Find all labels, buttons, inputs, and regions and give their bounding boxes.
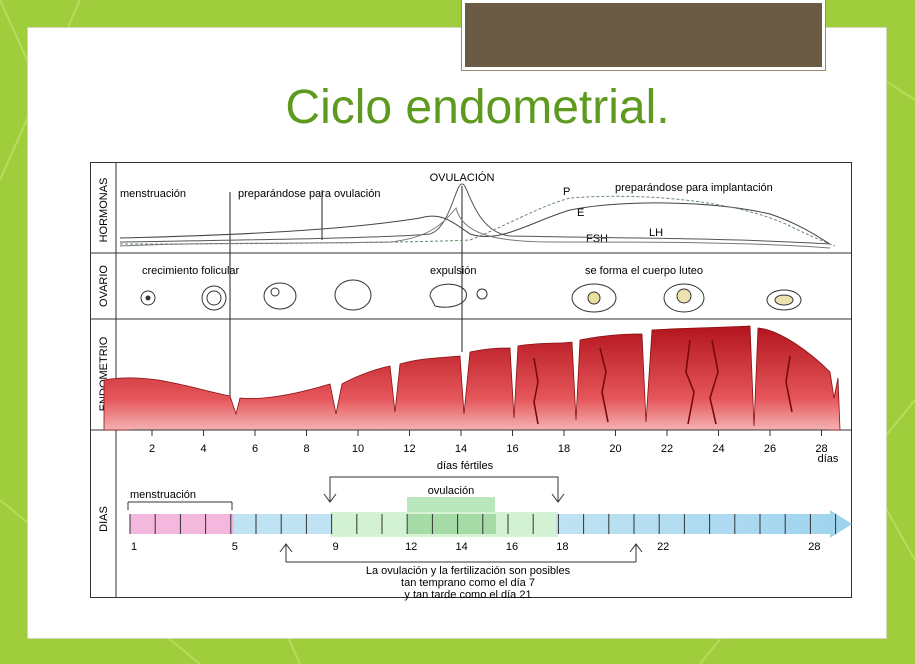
day-tick-label: 16 xyxy=(506,443,518,455)
bar-day-label: 22 xyxy=(657,541,669,553)
day-7-arrow xyxy=(280,544,292,562)
fertile-days-label: días fértiles xyxy=(437,460,494,472)
bar-day-label: 9 xyxy=(333,541,339,553)
day-21-arrow xyxy=(630,544,642,562)
note-line-2: tan temprano como el día 7 xyxy=(401,577,535,589)
expulsion-label: expulsión xyxy=(430,265,476,277)
day-tick-label: 18 xyxy=(558,443,570,455)
day-tick-label: 8 xyxy=(303,443,309,455)
follicle-illustrations xyxy=(141,280,801,312)
ovulation-label: OVULACIÓN xyxy=(430,171,495,184)
bar-day-label: 16 xyxy=(506,541,518,553)
endometrium-layer xyxy=(104,326,840,430)
hormone-curve-fsh xyxy=(120,208,830,248)
hormone-p-label: P xyxy=(563,186,570,198)
menstruation-days xyxy=(130,514,234,534)
day-tick-label: 6 xyxy=(252,443,258,455)
preparing-ovulation-label: preparándose para ovulación xyxy=(238,188,381,200)
row-label-days: DIAS xyxy=(98,506,110,532)
slide-title: Ciclo endometrial. xyxy=(0,80,915,135)
day-tick-label: 4 xyxy=(200,443,206,455)
bar-day-label: 5 xyxy=(232,541,238,553)
corpus-luteum-label: se forma el cuerpo luteo xyxy=(585,265,703,277)
day-tick-label: 2 xyxy=(149,443,155,455)
hormone-curve-p xyxy=(120,196,835,246)
hormone-lh-label: LH xyxy=(649,227,663,239)
title-tab xyxy=(462,0,825,70)
day-tick-label: 26 xyxy=(764,443,776,455)
pre-fertile-days xyxy=(234,514,332,534)
bar-day-label: 12 xyxy=(405,541,417,553)
endometrial-cycle-diagram: HORMONAS OVARIO ENDOMETRIO DIAS OVULACIÓ… xyxy=(90,162,876,610)
bar-day-label: 1 xyxy=(131,541,137,553)
preparing-implantation-label: preparándose para implantación xyxy=(615,182,773,194)
row-label-ovary: OVARIO xyxy=(98,265,110,307)
note-line-1: La ovulación y la fertilización son posi… xyxy=(366,565,571,577)
cycle-arrow xyxy=(556,510,852,538)
menstruation-bracket xyxy=(128,502,232,510)
bar-day-label: 28 xyxy=(808,541,820,553)
bar-day-label: 14 xyxy=(455,541,467,553)
day-tick-label: 22 xyxy=(661,443,673,455)
day-tick-label: 12 xyxy=(403,443,415,455)
days-unit-label: días xyxy=(818,453,839,465)
day-tick-label: 20 xyxy=(609,443,621,455)
day-tick-label: 10 xyxy=(352,443,364,455)
bar-menstruation-label: menstruación xyxy=(130,489,196,501)
hormone-fsh-label: FSH xyxy=(586,233,608,245)
bar-day-label: 18 xyxy=(556,541,568,553)
menstruation-label: menstruación xyxy=(120,188,186,200)
day-tick-label: 24 xyxy=(712,443,724,455)
note-line-3: y tan tarde como el día 21 xyxy=(404,589,531,601)
bar-ovulation-label: ovulación xyxy=(428,485,474,497)
follicular-growth-label: crecimiento folicular xyxy=(142,265,240,277)
day-tick-label: 14 xyxy=(455,443,467,455)
row-label-hormones: HORMONAS xyxy=(98,178,110,243)
bar-day-labels: 1 5 9 12 14 16 18 22 28 xyxy=(131,541,821,553)
